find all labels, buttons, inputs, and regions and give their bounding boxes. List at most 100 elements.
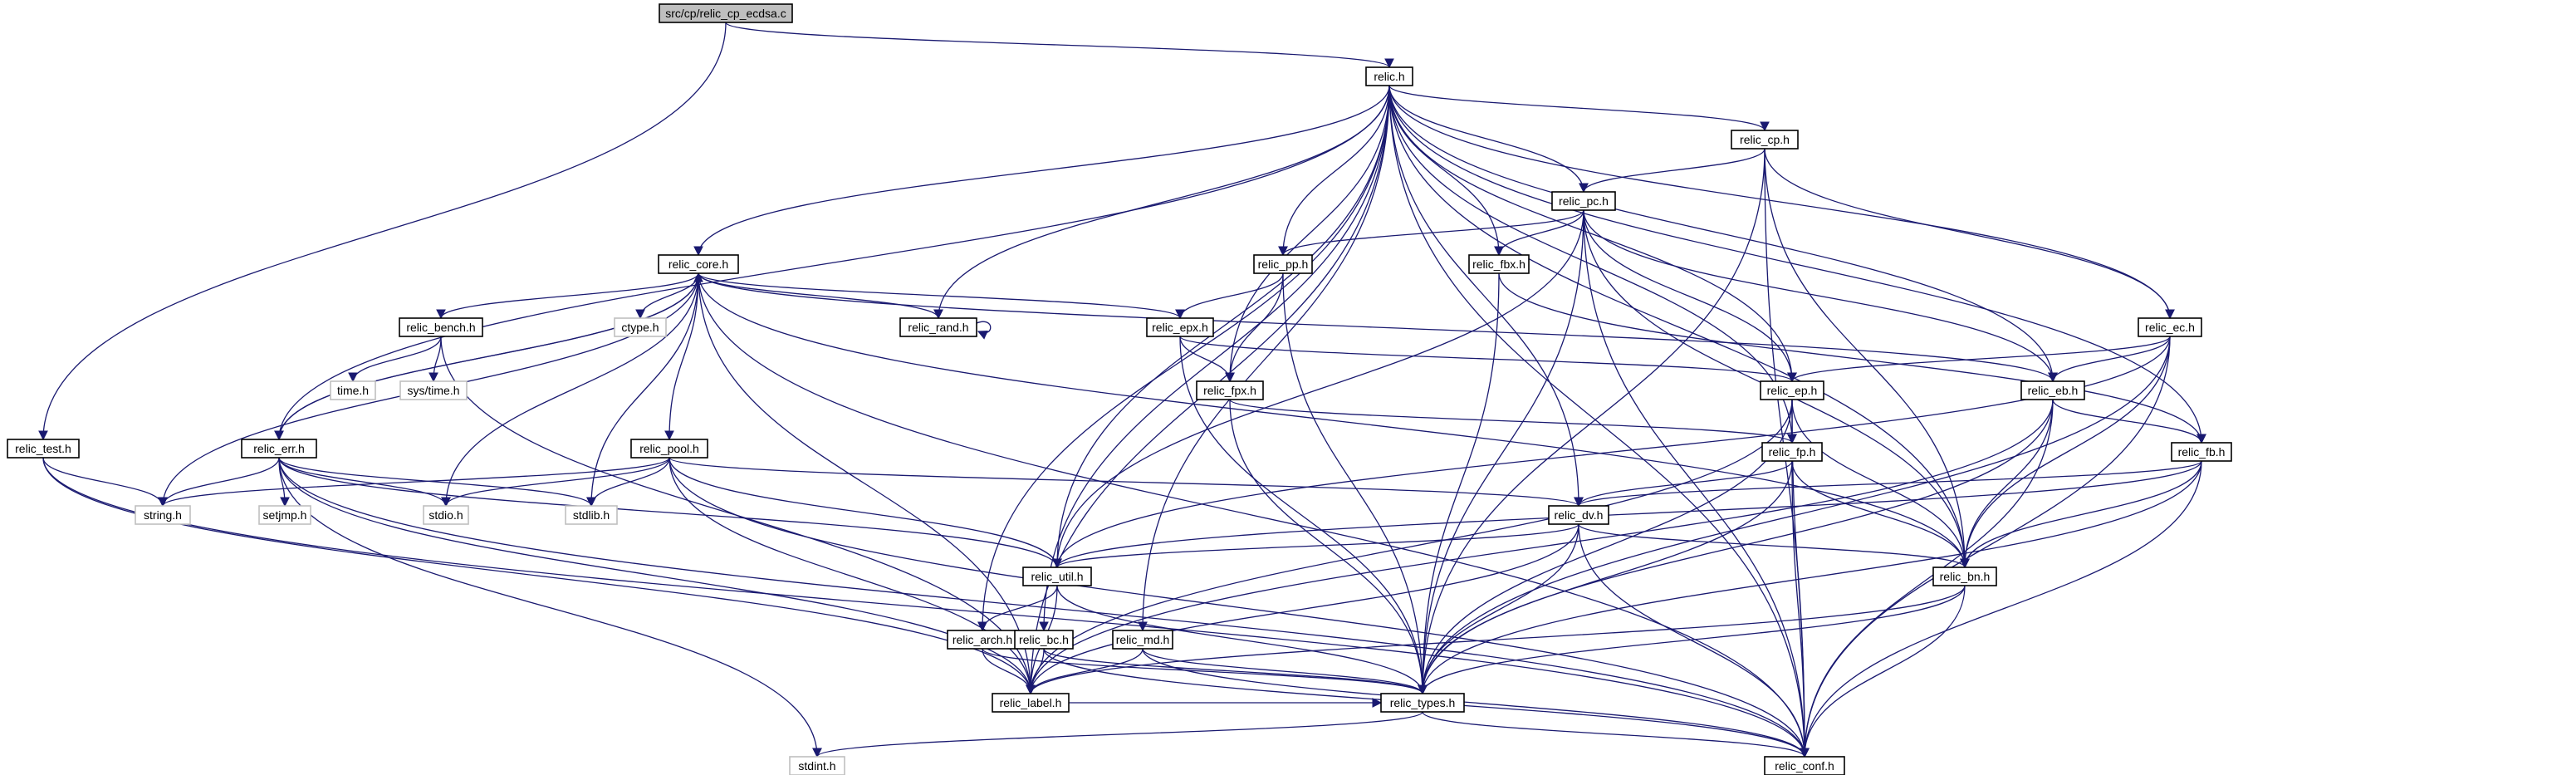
- node-ep[interactable]: relic_ep.h: [1760, 380, 1824, 400]
- node-pp[interactable]: relic_pp.h: [1253, 254, 1313, 274]
- dependency-edges: [38, 22, 2206, 758]
- edge-ec-to-util: [1052, 336, 2171, 569]
- node-types-label: relic_types.h: [1390, 696, 1456, 709]
- edge-pool-to-string: [158, 457, 670, 508]
- edge-core-to-rand: [698, 272, 943, 320]
- node-test[interactable]: relic_test.h: [7, 439, 80, 459]
- node-fpx[interactable]: relic_fpx.h: [1196, 380, 1264, 400]
- node-label-box: [992, 693, 1070, 713]
- file-nodes: src/cp/relic_cp_ecdsa.c relic.h relic_test…: [7, 3, 2232, 775]
- node-ep-label: relic_ep.h: [1767, 384, 1818, 397]
- node-core[interactable]: relic_core.h: [658, 254, 739, 274]
- edge-core-to-stdio: [441, 272, 699, 508]
- node-pp-label: relic_pp.h: [1258, 258, 1309, 271]
- edge-fbx-to-fb: [1498, 272, 2206, 444]
- edge-cp-to-ec: [1764, 148, 2175, 320]
- node-stdlib-box: [565, 505, 618, 525]
- edge-test-to-conf: [42, 457, 1810, 758]
- node-epx[interactable]: relic_epx.h: [1146, 317, 1214, 337]
- node-fbx[interactable]: relic_fbx.h: [1468, 254, 1530, 274]
- node-md[interactable]: relic_md.h: [1112, 630, 1173, 650]
- node-fbx-label: relic_fbx.h: [1472, 258, 1526, 271]
- edge-core-to-stdlib: [586, 272, 699, 508]
- node-pool[interactable]: relic_pool.h: [630, 439, 708, 459]
- node-root[interactable]: src/cp/relic_cp_ecdsa.c: [659, 3, 793, 23]
- node-err[interactable]: relic_err.h: [241, 439, 317, 459]
- edge-cp-to-bn: [1764, 148, 1970, 569]
- edge-relic-to-util: [1052, 85, 1390, 569]
- edge-fb-to-types: [1418, 460, 2202, 695]
- edge-md-to-conf: [1142, 648, 1810, 758]
- edge-md-to-types: [1142, 648, 1428, 695]
- node-label[interactable]: relic_label.h: [992, 693, 1070, 713]
- node-md-box: [1112, 630, 1173, 650]
- node-dv[interactable]: relic_dv.h: [1548, 505, 1609, 525]
- node-eb[interactable]: relic_eb.h: [2020, 380, 2085, 400]
- node-fb[interactable]: relic_fb.h: [2171, 442, 2232, 462]
- node-bench-label: relic_bench.h: [406, 321, 475, 334]
- edge-pp-to-types: [1282, 272, 1428, 695]
- edge-relic-to-bn: [1388, 85, 1970, 569]
- node-systime-box: [399, 380, 468, 400]
- edge-bn-to-types: [1418, 585, 1966, 695]
- node-bench-box: [399, 317, 483, 337]
- node-bc-label: relic_bc.h: [1019, 633, 1069, 646]
- node-bench[interactable]: relic_bench.h: [399, 317, 483, 337]
- node-pc[interactable]: relic_pc.h: [1551, 191, 1616, 211]
- edge-cp-to-pc: [1579, 148, 1765, 194]
- edge-eb-to-conf: [1800, 399, 2054, 758]
- node-bn[interactable]: relic_bn.h: [1932, 567, 1997, 586]
- edge-relic-to-bc: [1039, 85, 1390, 632]
- edge-epx-to-ep: [1179, 336, 1797, 383]
- edge-relic-to-arch: [977, 85, 1390, 632]
- edge-ep-to-label: [1026, 399, 1793, 695]
- node-util[interactable]: relic_util.h: [1022, 567, 1092, 586]
- node-bc[interactable]: relic_bc.h: [1014, 630, 1074, 650]
- edge-core-to-eb: [698, 272, 2058, 383]
- edge-core-to-bn: [698, 272, 1970, 569]
- node-stdlib-label: stdlib.h: [573, 508, 610, 522]
- node-arch-label: relic_arch.h: [953, 633, 1012, 646]
- edge-pc-to-eb: [1583, 209, 2058, 383]
- node-relic[interactable]: relic.h: [1365, 66, 1413, 86]
- edge-relic-to-eb: [1388, 85, 2058, 383]
- edge-cp-to-types: [1418, 148, 1765, 695]
- edge-pc-to-ep: [1583, 209, 1797, 383]
- node-fp-label: relic_fp.h: [1769, 445, 1816, 459]
- node-cp[interactable]: relic_cp.h: [1731, 130, 1799, 150]
- node-pc-box: [1551, 191, 1616, 211]
- node-systime-label: sys/time.h: [407, 384, 459, 397]
- node-types-box: [1380, 693, 1465, 713]
- node-pc-label: relic_pc.h: [1559, 194, 1609, 208]
- node-cp-label: relic_cp.h: [1740, 133, 1790, 146]
- node-pp-box: [1253, 254, 1313, 274]
- node-arch[interactable]: relic_arch.h: [947, 630, 1018, 650]
- node-fp-box: [1761, 442, 1823, 462]
- edge-relic-to-rand: [933, 85, 1390, 320]
- edge-dv-to-bn: [1578, 523, 1970, 569]
- node-eb-label: relic_eb.h: [2028, 384, 2079, 397]
- node-types[interactable]: relic_types.h: [1380, 693, 1465, 713]
- edge-ec-to-types: [1418, 336, 2171, 695]
- node-root-box: [659, 3, 793, 23]
- edge-bn-to-label: [1026, 585, 1966, 695]
- node-root-label: src/cp/relic_cp_ecdsa.c: [665, 7, 786, 20]
- edge-fb-to-bn: [1960, 460, 2202, 569]
- edge-relic-to-fb: [1388, 85, 2206, 444]
- node-md-label: relic_md.h: [1116, 633, 1170, 646]
- edge-dv-to-types: [1418, 523, 1579, 695]
- edge-util-to-types: [1056, 585, 1428, 695]
- edge-relic-to-fbx: [1388, 85, 1504, 257]
- node-eb-box: [2020, 380, 2085, 400]
- edge-core-to-bench: [436, 272, 699, 320]
- edge-relic-to-ep: [1388, 85, 1797, 383]
- node-fp[interactable]: relic_fp.h: [1761, 442, 1823, 462]
- edge-eb-to-bn: [1960, 399, 2054, 569]
- node-ec[interactable]: relic_ec.h: [2138, 317, 2202, 337]
- node-rand[interactable]: relic_rand.h: [899, 317, 977, 337]
- node-fpx-label: relic_fpx.h: [1203, 384, 1256, 397]
- node-conf[interactable]: relic_conf.h: [1764, 756, 1845, 775]
- node-time-box: [330, 380, 376, 400]
- node-test-box: [7, 439, 80, 459]
- node-dv-label: relic_dv.h: [1555, 508, 1604, 522]
